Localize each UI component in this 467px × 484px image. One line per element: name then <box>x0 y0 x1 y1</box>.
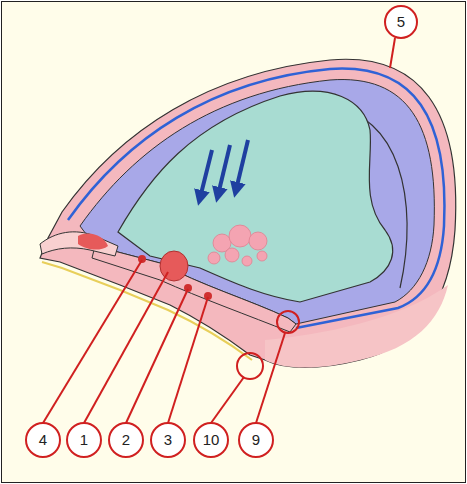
callout-number: 10 <box>196 429 226 451</box>
highlight-circle <box>277 311 299 333</box>
blue-arrows <box>200 140 248 198</box>
callout-number: 2 <box>111 429 141 451</box>
red-structure <box>160 251 188 281</box>
left-lip <box>40 232 118 256</box>
floor-band <box>92 246 296 332</box>
leader-lines <box>43 38 395 423</box>
callout-circles <box>26 6 417 457</box>
callout-number: 1 <box>69 429 99 451</box>
callout-number: 4 <box>28 429 58 451</box>
outer-shell <box>40 59 456 367</box>
callout-number: 3 <box>153 429 183 451</box>
inner-space <box>80 80 434 324</box>
red-tissue <box>78 234 108 250</box>
callout-number: 5 <box>386 11 416 33</box>
cells <box>208 225 267 266</box>
callout-number: 9 <box>241 429 271 451</box>
highlight-circle <box>237 353 263 379</box>
